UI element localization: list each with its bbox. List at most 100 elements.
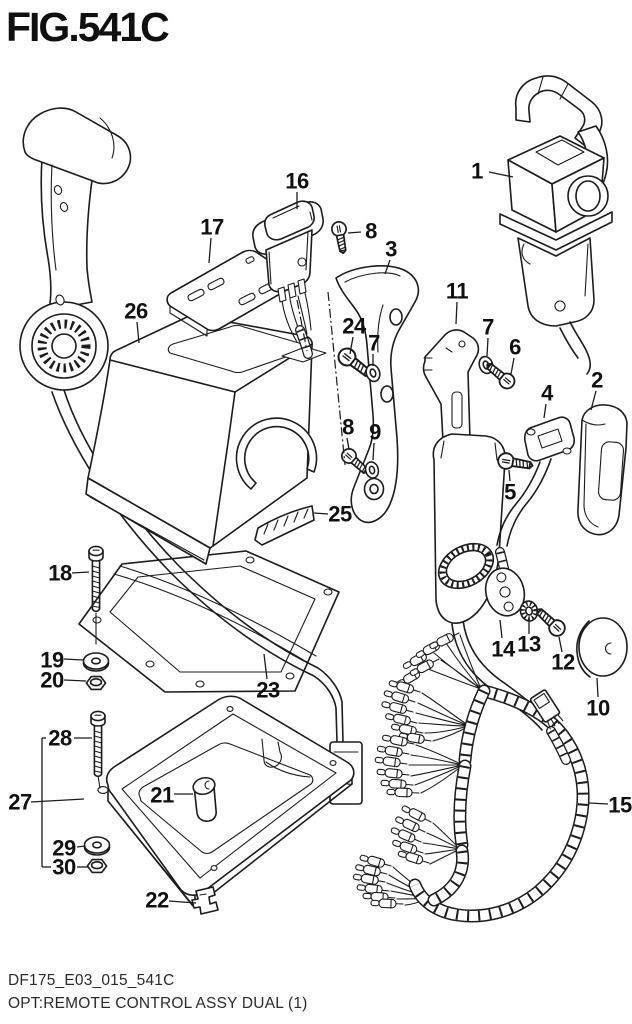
- mounting-tray-27: [97, 695, 355, 909]
- leader-line: [588, 802, 609, 805]
- part-number: 29: [52, 836, 76, 861]
- bolt-28: [90, 710, 106, 778]
- leader-line: [488, 171, 514, 178]
- leader-line: [590, 390, 597, 411]
- part-number: 20: [40, 668, 64, 693]
- leader-line: [63, 658, 84, 661]
- part-number: 1: [471, 159, 483, 184]
- part-callout-8: 8: [342, 415, 355, 450]
- part-callout-29: 29: [52, 836, 86, 861]
- part-callout-25: 25: [313, 502, 352, 527]
- part-callout-15: 15: [588, 793, 632, 818]
- bolt-28-axis: [97, 775, 101, 789]
- part-number: 27: [8, 790, 32, 815]
- part-number: 28: [48, 726, 72, 751]
- washer-29: [83, 836, 111, 856]
- part-callout-30: 30: [52, 855, 88, 880]
- part-number: 23: [256, 678, 280, 703]
- callout-bracket-line: [30, 798, 85, 803]
- mounting-plate-23: [78, 550, 340, 693]
- part-callout-5: 5: [504, 469, 517, 505]
- part-callout-23: 23: [256, 653, 280, 703]
- part-number: 10: [586, 696, 610, 721]
- part-number: 24: [342, 314, 367, 339]
- part-number: 13: [517, 632, 541, 657]
- guide-clamp-25: [254, 505, 315, 546]
- leader-line: [347, 231, 362, 234]
- part-callout-12: 12: [551, 636, 575, 675]
- part-callout-9: 9: [369, 420, 382, 461]
- washer-19: [82, 652, 110, 672]
- part-callout-18: 18: [48, 561, 90, 586]
- leader-line: [76, 845, 86, 848]
- remote-control-assy-1: [499, 75, 613, 375]
- part-callout-6: 6: [509, 335, 522, 375]
- leader-line: [510, 357, 515, 375]
- lever-grip-11: [422, 329, 551, 731]
- part-number: 9: [369, 420, 381, 445]
- part-number: 3: [385, 237, 397, 262]
- part-callout-27: 27: [8, 790, 32, 815]
- leader-line: [349, 336, 354, 355]
- part-number: 18: [48, 561, 72, 586]
- friction-plate-14: [484, 567, 526, 617]
- part-number: 22: [145, 888, 169, 913]
- figure-footer: DF175_E03_015_541C OPT:REMOTE CONTROL AS…: [8, 969, 308, 1016]
- part-callout-14: 14: [491, 619, 516, 662]
- part-callout-7: 7: [482, 315, 495, 357]
- part-callout-26: 26: [124, 299, 148, 344]
- leader-line: [596, 677, 599, 698]
- part-number: 8: [365, 219, 377, 244]
- part-number: 19: [40, 648, 64, 673]
- leader-line: [208, 237, 212, 264]
- part-number: 4: [541, 381, 554, 406]
- part-callout-7: 7: [368, 331, 381, 366]
- part-number: 7: [368, 331, 380, 356]
- screw-6: [481, 357, 519, 393]
- part-number: 25: [328, 502, 352, 527]
- nut-30: [86, 858, 108, 874]
- leader-line: [263, 653, 268, 680]
- clip-22: [191, 886, 219, 915]
- part-callout-2: 2: [590, 368, 604, 411]
- bracket-plate-17: [166, 249, 296, 337]
- axis-line: [296, 299, 308, 352]
- lever-arm-3: [335, 265, 420, 524]
- part-number: 5: [504, 480, 516, 505]
- leader-line: [136, 321, 140, 344]
- leader-line: [558, 636, 563, 653]
- part-number: 11: [446, 279, 469, 304]
- part-callout-3: 3: [384, 237, 398, 275]
- leader-line: [63, 679, 87, 682]
- leader-line: [508, 469, 511, 482]
- part-number: 8: [342, 415, 354, 440]
- leader-line: [499, 619, 503, 639]
- part-number: 6: [509, 335, 521, 360]
- part-callout-20: 20: [40, 668, 87, 693]
- part-number: 16: [285, 169, 309, 194]
- part-number: 21: [150, 783, 174, 808]
- axis-line: [327, 291, 346, 466]
- trim-switch-4: [495, 416, 576, 593]
- part-number: 26: [124, 299, 148, 324]
- leader-line: [346, 437, 350, 450]
- part-callout-13: 13: [517, 621, 541, 657]
- leader-line: [455, 301, 458, 325]
- part-number: 15: [608, 793, 632, 818]
- wiring-harness-15: [352, 628, 590, 923]
- leader-line: [71, 571, 90, 574]
- control-lever-left: [19, 107, 132, 391]
- leader-line: [372, 442, 375, 461]
- part-callout-28: 28: [48, 726, 92, 751]
- leader-line: [168, 900, 197, 904]
- part-callout-10: 10: [586, 677, 610, 721]
- part-callout-11: 11: [446, 279, 469, 325]
- leader-line: [543, 403, 547, 419]
- figure-title: FIG.541C: [6, 4, 170, 50]
- part-number: 12: [551, 650, 575, 675]
- part-callout-24: 24: [342, 314, 367, 355]
- housing-cover-26: [85, 314, 327, 565]
- part-number: 14: [491, 637, 516, 662]
- leader-line: [384, 259, 391, 275]
